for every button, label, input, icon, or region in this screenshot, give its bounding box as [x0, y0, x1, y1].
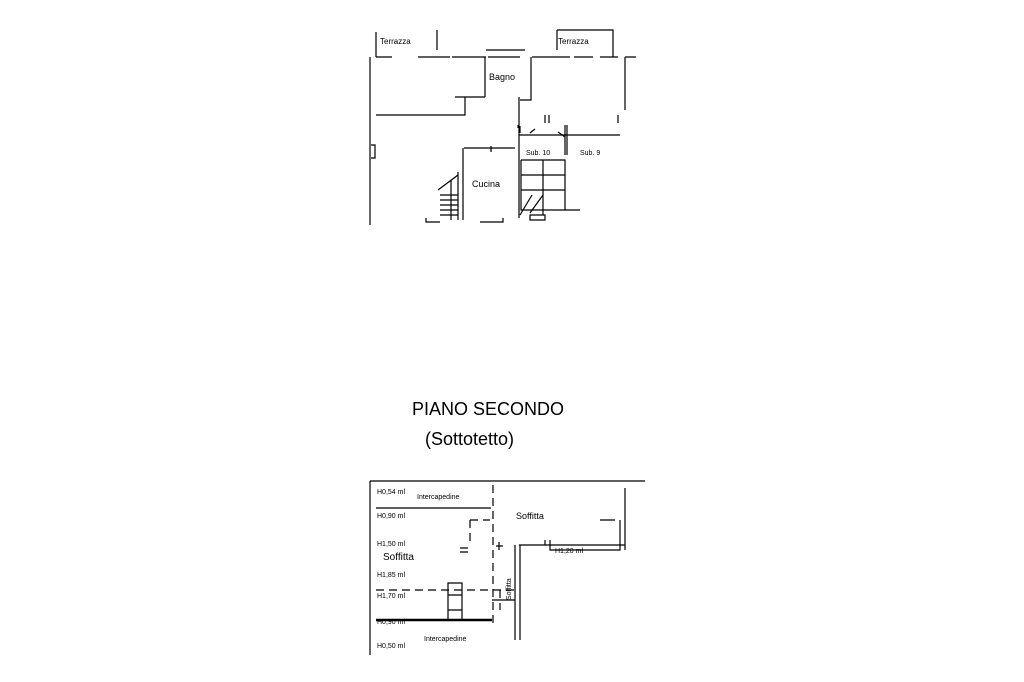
room-label-soffitta-vertical: Soffitta	[506, 578, 513, 600]
room-label-bagno: Bagno	[489, 72, 515, 82]
room-label-sub-10: Sub. 10	[526, 150, 550, 157]
height-label: H1,70 ml	[377, 593, 405, 600]
height-label: H0,54 ml	[377, 489, 405, 496]
room-label-sub-9: Sub. 9	[580, 150, 600, 157]
room-label-cucina: Cucina	[472, 179, 500, 189]
room-label-terrazza-left: Terrazza	[380, 37, 411, 46]
floor-subtitle: (Sottotetto)	[425, 429, 515, 449]
room-label-intercapedine-bottom: Intercapedine	[424, 636, 467, 643]
height-label: H0,90 ml	[377, 513, 405, 520]
floor-title: PIANO SECONDO	[412, 399, 565, 419]
height-label: H0,90 ml	[377, 619, 405, 626]
height-label: H1,85 ml	[377, 572, 405, 579]
room-label-soffitta-left: Soffitta	[383, 552, 414, 563]
room-label-intercapedine-top: Intercapedine	[417, 494, 460, 501]
height-label: H1,20 ml	[555, 548, 583, 555]
room-label-terrazza-right: Terrazza	[558, 37, 589, 46]
height-label: H1,50 ml	[377, 541, 405, 548]
room-label-soffitta-right: Soffitta	[516, 511, 544, 521]
height-label: H0,50 ml	[377, 643, 405, 650]
